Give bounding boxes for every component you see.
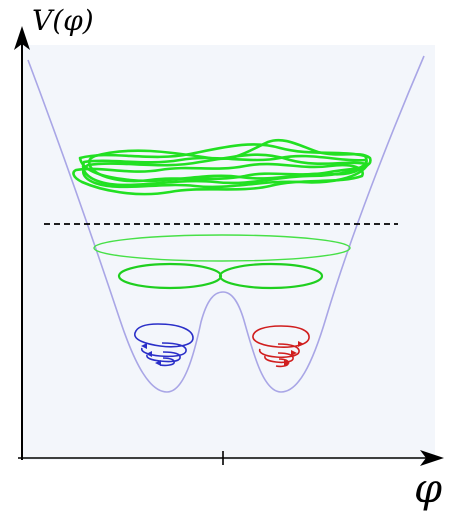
right-well-spiral-trajectory xyxy=(252,325,310,368)
left-spiral-arrowhead-2 xyxy=(146,351,152,357)
large-symmetric-orbit xyxy=(93,234,351,262)
left-spiral-arrowhead-1 xyxy=(141,343,147,349)
left-well-spiral-trajectory xyxy=(134,323,194,367)
x-axis-arrowhead xyxy=(420,450,444,466)
figure-eight-orbit xyxy=(117,262,324,290)
figure-eight-right-lobe xyxy=(218,262,324,290)
y-axis-label: V(φ) xyxy=(32,4,94,37)
background-region xyxy=(22,45,435,460)
right-spiral-arrowhead-3 xyxy=(284,360,290,366)
chaotic-high-energy-orbit xyxy=(72,138,372,196)
left-spiral-arrowhead-3 xyxy=(155,360,161,366)
double-well-potential-curve xyxy=(27,55,425,393)
y-axis-arrowhead xyxy=(14,26,30,50)
x-axis-label: φ xyxy=(414,466,442,512)
right-spiral-arrowhead-1 xyxy=(298,341,304,347)
right-spiral-arrowhead-2 xyxy=(291,350,297,356)
